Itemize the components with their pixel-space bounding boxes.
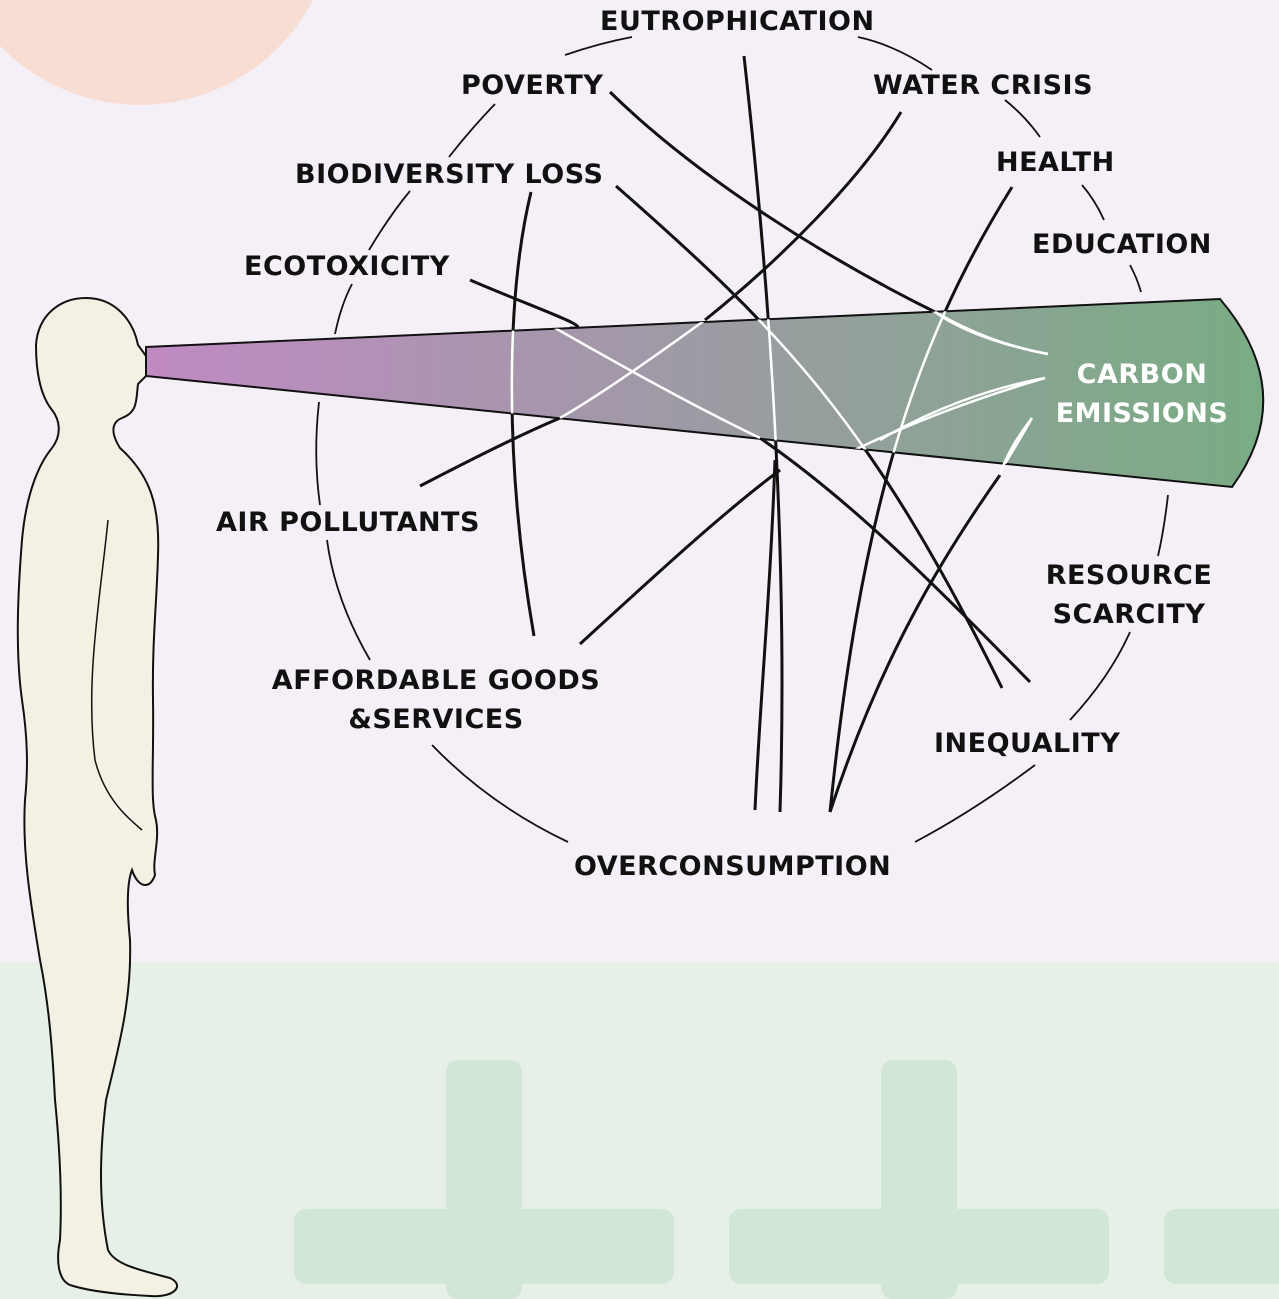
carbon-connector-b xyxy=(879,376,1046,442)
node-affordable-goods-line2: &SERVICES xyxy=(348,704,524,735)
carbon-connector-c xyxy=(998,417,1033,476)
connection-carbon-overconsumption xyxy=(828,474,1002,813)
connection-poverty-carbon xyxy=(608,90,936,314)
node-poverty: POVERTY xyxy=(461,70,604,101)
node-ecotoxicity: ECOTOXICITY xyxy=(244,251,450,282)
plus-shape-icon xyxy=(1164,1209,1279,1284)
node-carbon-emissions-line2: EMISSIONS xyxy=(1055,398,1229,429)
node-air-pollutants: AIR POLLUTANTS xyxy=(216,507,480,538)
sun-icon xyxy=(0,0,313,105)
connection-carbon-affordable xyxy=(578,468,781,646)
node-carbon-emissions: CARBON EMISSIONS xyxy=(1044,355,1240,433)
connection-ecotoxicity-inequality-b xyxy=(759,436,1032,684)
connection-ecotoxicity-inequality xyxy=(469,278,580,330)
plus-shape-icon xyxy=(294,1060,674,1299)
node-affordable-goods: AFFORDABLE GOODS &SERVICES xyxy=(260,661,612,739)
plus-shape-icon xyxy=(729,1060,1109,1299)
node-water-crisis: WATER CRISIS xyxy=(873,70,1094,101)
node-affordable-goods-line1: AFFORDABLE GOODS xyxy=(271,665,601,696)
connection-water-crisis-air-pollutants-b xyxy=(419,416,561,488)
connection-water-crisis-air-pollutants xyxy=(704,111,903,322)
node-resource-scarcity: RESOURCE SCARCITY xyxy=(1036,556,1222,634)
node-health: HEALTH xyxy=(996,147,1115,178)
connection-eutrophication-overconsumption-b xyxy=(753,459,777,811)
node-inequality: INEQUALITY xyxy=(934,728,1121,759)
diagram-circle xyxy=(315,36,1169,843)
figure-arm-line xyxy=(90,519,143,831)
vision-beam xyxy=(145,297,1265,489)
node-overconsumption: OVERCONSUMPTION xyxy=(574,851,892,882)
node-resource-scarcity-line2: SCARCITY xyxy=(1052,599,1206,630)
node-education: EDUCATION xyxy=(1032,229,1212,260)
person-silhouette-icon xyxy=(16,296,178,1298)
node-resource-scarcity-line1: RESOURCE xyxy=(1045,560,1213,591)
node-carbon-emissions-line1: CARBON xyxy=(1076,359,1208,390)
node-eutrophication: EUTROPHICATION xyxy=(600,6,875,37)
carbon-connector-a xyxy=(934,310,1049,356)
node-biodiversity-loss: BIODIVERSITY LOSS xyxy=(295,159,604,190)
